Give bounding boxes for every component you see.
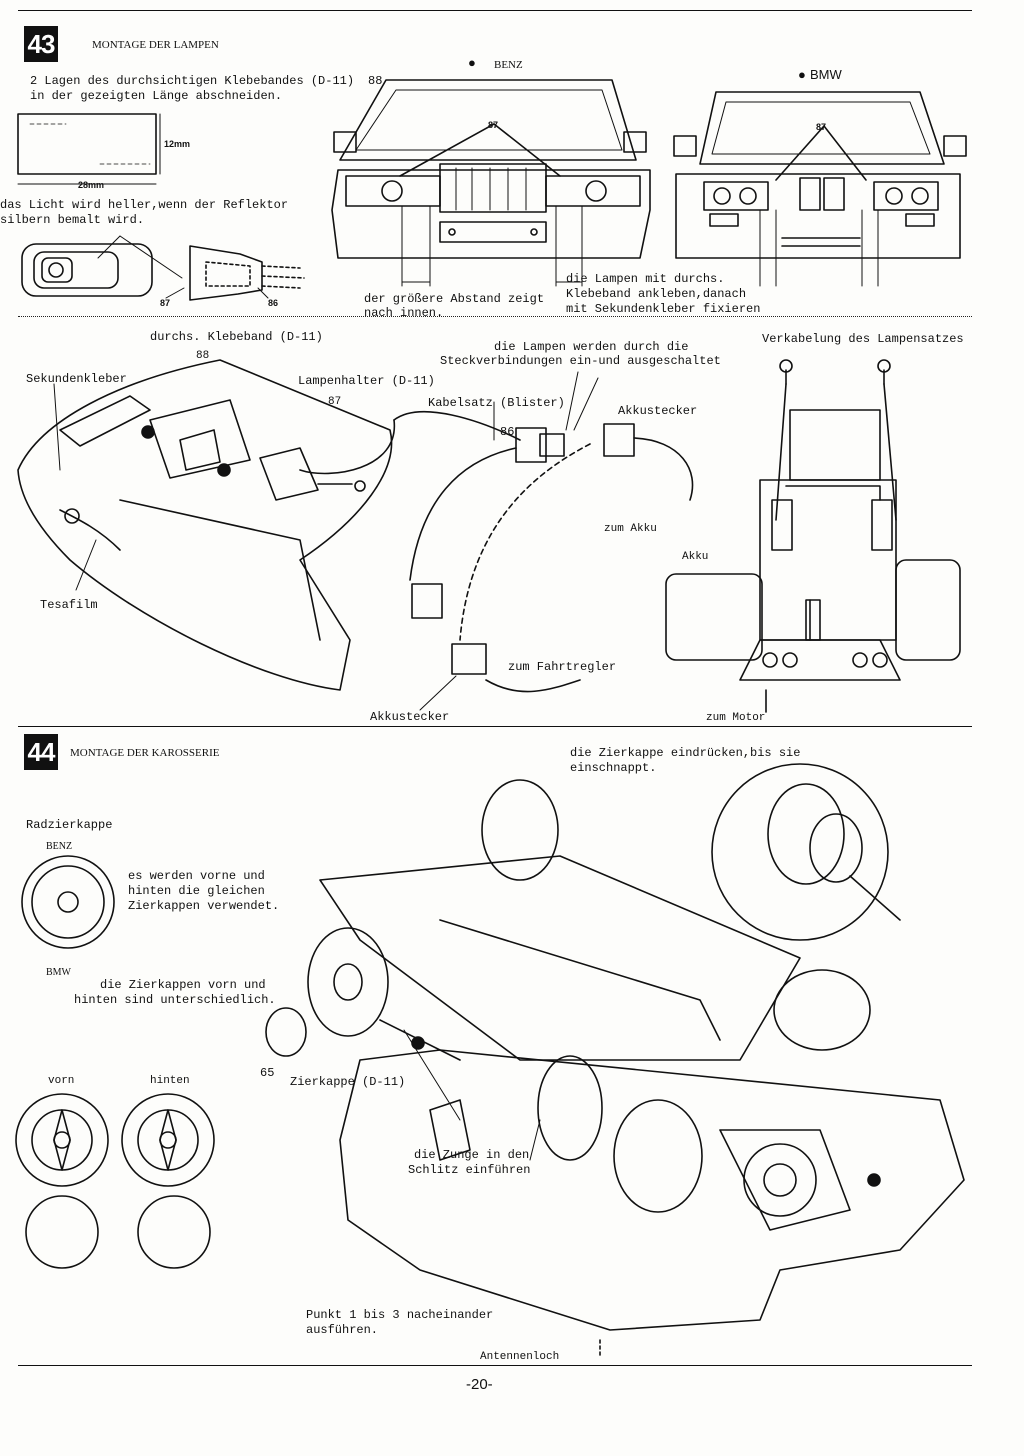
hubcap-press-detail	[711, 763, 901, 941]
tesafilm-label: Tesafilm	[40, 598, 98, 612]
glue-label: Sekundenkleber	[26, 372, 127, 386]
tape-instruction-line1: 2 Lagen des durchsichtigen Klebebandes (…	[30, 74, 355, 88]
reflector-note-line2: silbern bemalt wird.	[0, 213, 145, 227]
part-87-bmw: 87	[816, 122, 827, 132]
hubcap-bmw-rear-drawing	[121, 1093, 215, 1269]
wiring-title: Verkabelung des Lampensatzes	[762, 332, 964, 346]
bmw-note-line1: die Zierkappen vorn und	[100, 978, 266, 992]
reflector-diagram	[21, 235, 305, 301]
cable-set-label: Kabelsatz (Blister)	[428, 396, 565, 410]
step-43-title: MONTAGE DER LAMPEN	[92, 39, 219, 51]
page-number: -20-	[466, 1376, 493, 1393]
bottom-rule	[18, 1365, 972, 1366]
benz-bullet-icon: ●	[468, 55, 476, 70]
akku-label: Akku	[682, 551, 709, 563]
spacing-note-line2: nach innen.	[364, 306, 444, 320]
to-motor-label: zum Motor	[706, 712, 766, 724]
press-note-line1: die Zierkappe eindrücken,bis sie	[570, 746, 801, 760]
chassis-drawing	[265, 779, 965, 1357]
part-87-label: 87	[160, 298, 171, 308]
bmw-bullet-icon: ●	[798, 67, 806, 82]
hubcap-heading: Radzierkappe	[26, 818, 113, 832]
hubcap-part-label: Zierkappe (D-11)	[290, 1075, 406, 1089]
dimension-width: 28mm	[78, 180, 105, 190]
sequence-line2: ausführen.	[306, 1323, 379, 1337]
tape-instruction-line2: in der gezeigten Länge abschneiden.	[30, 89, 283, 103]
switch-note-line2: Steckverbindungen ein-und ausgeschaltet	[440, 354, 721, 368]
lamp-holder-label: Lampenhalter (D-11)	[298, 374, 435, 388]
part-86-label: 86	[268, 298, 279, 308]
sequence-line1: Punkt 1 bis 3 nacheinander	[306, 1308, 494, 1322]
rear-label: hinten	[150, 1075, 190, 1087]
body-underside-drawing	[17, 359, 393, 691]
hubcap-benz-drawing	[21, 855, 115, 949]
press-note-line2: einschnappt.	[570, 761, 657, 775]
battery-plug-label: Akkustecker	[618, 404, 698, 418]
benz-label: BENZ	[494, 59, 523, 71]
benz-note-line1: es werden vorne und	[128, 869, 265, 883]
hubcap-bmw-front-drawing	[15, 1093, 109, 1269]
cable-set-drawing	[299, 371, 694, 711]
dimension-height: 12mm	[164, 139, 191, 149]
step-44-title: MONTAGE DER KAROSSERIE	[70, 747, 220, 759]
tape-label: durchs. Klebeband (D-11)	[150, 330, 323, 344]
part-88-label: 88	[368, 74, 383, 88]
bmw-note-line2: hinten sind unterschiedlich.	[74, 993, 276, 1007]
reflector-note-line1: das Licht wird heller,wenn der Reflektor	[0, 198, 289, 212]
benz-note-line2: hinten die gleichen	[128, 884, 265, 898]
section-divider	[18, 316, 972, 317]
bmw-label: BMW	[810, 67, 842, 82]
hubcap-bmw-label: BMW	[46, 967, 71, 978]
step-44-badge: 44	[24, 734, 58, 770]
hubcap-benz-label: BENZ	[46, 841, 73, 852]
lamp-note-line2: Klebeband ankleben,danach	[566, 287, 747, 301]
lamp-note-line1: die Lampen mit durchs.	[566, 272, 725, 286]
part-65-label: 65	[260, 1066, 275, 1080]
step-marker-icons	[411, 1036, 881, 1187]
step-divider	[18, 726, 972, 727]
switch-note-line1: die Lampen werden durch die	[494, 340, 689, 354]
lamp-note-line3: mit Sekundenkleber fixieren	[566, 302, 761, 316]
battery-plug-bottom-label: Akkustecker	[370, 710, 450, 724]
benz-note-line3: Zierkappen verwendet.	[128, 899, 280, 913]
tape-piece-diagram	[17, 113, 161, 185]
antenna-label: Antennenloch	[480, 1351, 560, 1363]
bmw-front-view	[673, 91, 967, 287]
step-43-badge: 43	[24, 26, 58, 62]
top-rule	[18, 10, 972, 11]
to-esc-label: zum Fahrtregler	[508, 660, 617, 674]
part-88-wiring: 88	[196, 350, 210, 362]
benz-front-view	[331, 79, 651, 287]
spacing-note-line1: der größere Abstand zeigt	[364, 292, 545, 306]
to-battery-label: zum Akku	[604, 523, 657, 535]
tab-note-line2: Schlitz einführen	[408, 1163, 531, 1177]
lamp-wiring-drawing	[665, 359, 961, 713]
front-label: vorn	[48, 1075, 75, 1087]
